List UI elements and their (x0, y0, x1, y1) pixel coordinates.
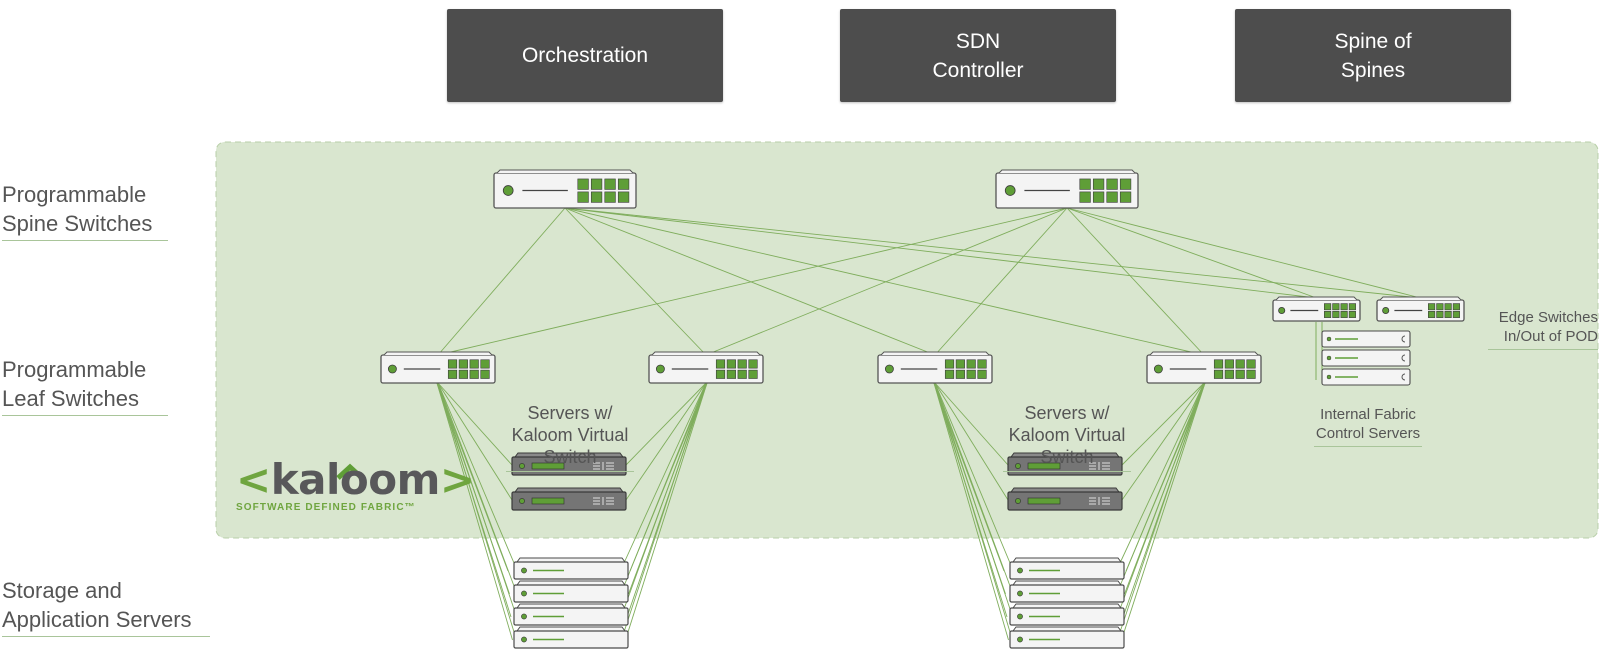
leaf-switch-3 (877, 351, 993, 384)
logo-open-bracket: < (236, 455, 271, 504)
leaf-row-label: Programmable Leaf Switches (2, 326, 168, 445)
link-line (623, 382, 707, 633)
internal-fabric-text: Internal Fabric Control Servers (1315, 406, 1421, 442)
link-line (934, 382, 1011, 564)
logo-close-bracket: > (439, 455, 475, 504)
kaloom-logo-word: <kaloom> (236, 456, 475, 504)
link-line (934, 207, 1068, 356)
link-line (933, 382, 1005, 572)
spine-switch-2 (995, 169, 1139, 209)
link-line (623, 382, 707, 564)
leaf-row-text: Programmable Leaf Switches (2, 357, 147, 411)
link-line (625, 382, 707, 501)
virtual-switch-server-4 (1007, 487, 1123, 511)
devices (336, 169, 1465, 649)
link-line (436, 382, 513, 641)
virtual-switch-server-2 (511, 487, 627, 511)
storage-row-label: Storage and Application Servers (2, 547, 210, 666)
link-line (564, 207, 1205, 356)
link-line (564, 207, 1421, 299)
link-line (1119, 382, 1205, 564)
link-line (436, 382, 512, 618)
link-lines (436, 207, 1421, 641)
virtual-switch-server-1 (511, 452, 627, 476)
link-line (934, 382, 1009, 501)
edge-switch-1 (1272, 296, 1361, 322)
link-line (437, 382, 513, 466)
link-line (705, 207, 1068, 356)
control-server-2 (1321, 349, 1411, 367)
link-line (437, 382, 515, 564)
internal-fabric-caption: Internal Fabric Control Servers (1308, 386, 1428, 466)
edge-switch-2 (1376, 296, 1465, 322)
control-server-1 (1321, 330, 1411, 348)
link-line (564, 207, 707, 356)
sdn-controller-label: SDN Controller (932, 29, 1024, 82)
leaf-switch-2 (648, 351, 764, 384)
spine-row-text: Programmable Spine Switches (2, 182, 153, 236)
link-line (934, 382, 1011, 587)
edge-switches-text: Edge Switches In/Out of POD (1498, 309, 1598, 345)
link-line (933, 382, 1009, 641)
link-line (564, 207, 1317, 299)
logo-word-text: kaloom (270, 455, 441, 504)
virtual-switch-server-3 (1007, 452, 1123, 476)
servers-left-caption: Servers w/ Kaloom Virtual Switch (505, 380, 635, 494)
link-line (626, 382, 708, 618)
link-line (437, 382, 513, 501)
kaloom-tagline: SOFTWARE DEFINED FABRIC™ (236, 502, 416, 513)
link-line (437, 207, 566, 356)
kaloom-logo: <kaloom> SOFTWARE DEFINED FABRIC™ (236, 456, 475, 514)
link-line (437, 207, 1068, 356)
fabric-area (215, 141, 1599, 539)
storage-server-1 (513, 557, 629, 580)
link-line (1066, 207, 1205, 356)
link-line (1066, 207, 1317, 299)
edge-switches-caption: Edge Switches In/Out of POD (1464, 289, 1598, 369)
link-line (1121, 382, 1206, 641)
storage-server-8 (1009, 626, 1125, 649)
link-line (1121, 382, 1205, 501)
link-line (629, 382, 708, 572)
storage-server-7 (1009, 603, 1125, 626)
link-line (1121, 382, 1205, 466)
servers-right-caption: Servers w/ Kaloom Virtual Switch (1002, 380, 1132, 494)
orchestration-label: Orchestration (521, 44, 649, 67)
fabric-diagram (215, 141, 1599, 649)
link-line (933, 382, 1006, 595)
storage-server-6 (1009, 580, 1125, 603)
spine-row-label: Programmable Spine Switches (2, 151, 168, 270)
storage-server-4 (513, 626, 629, 649)
link-line (436, 382, 510, 595)
servers-left-text: Servers w/ Kaloom Virtual Switch (511, 403, 629, 467)
link-line (628, 382, 708, 595)
storage-server-3 (513, 603, 629, 626)
leaf-switch-1 (380, 351, 496, 384)
link-line (1066, 207, 1421, 299)
link-line (934, 382, 1009, 466)
link-line (625, 382, 708, 641)
servers-right-text: Servers w/ Kaloom Virtual Switch (1008, 403, 1126, 467)
storage-server-5 (1009, 557, 1125, 580)
control-server-3 (1321, 368, 1411, 386)
link-line (1125, 382, 1206, 572)
link-line (625, 382, 707, 466)
spine-of-spines-box: Spine of Spines (1235, 9, 1511, 102)
storage-server-2 (513, 580, 629, 603)
logo-cap-mark (336, 463, 364, 480)
sdn-controller-box: SDN Controller (840, 9, 1116, 102)
orchestration-box: Orchestration (447, 9, 723, 102)
spine-switch-1 (493, 169, 637, 209)
link-line (436, 382, 509, 572)
leaf-switch-4 (1146, 351, 1262, 384)
link-line (933, 382, 1008, 618)
link-line (1124, 382, 1206, 595)
storage-row-text: Storage and Application Servers (2, 578, 192, 632)
link-line (564, 207, 936, 356)
link-line (1122, 382, 1206, 618)
spine-of-spines-label: Spine of Spines (1334, 29, 1412, 82)
